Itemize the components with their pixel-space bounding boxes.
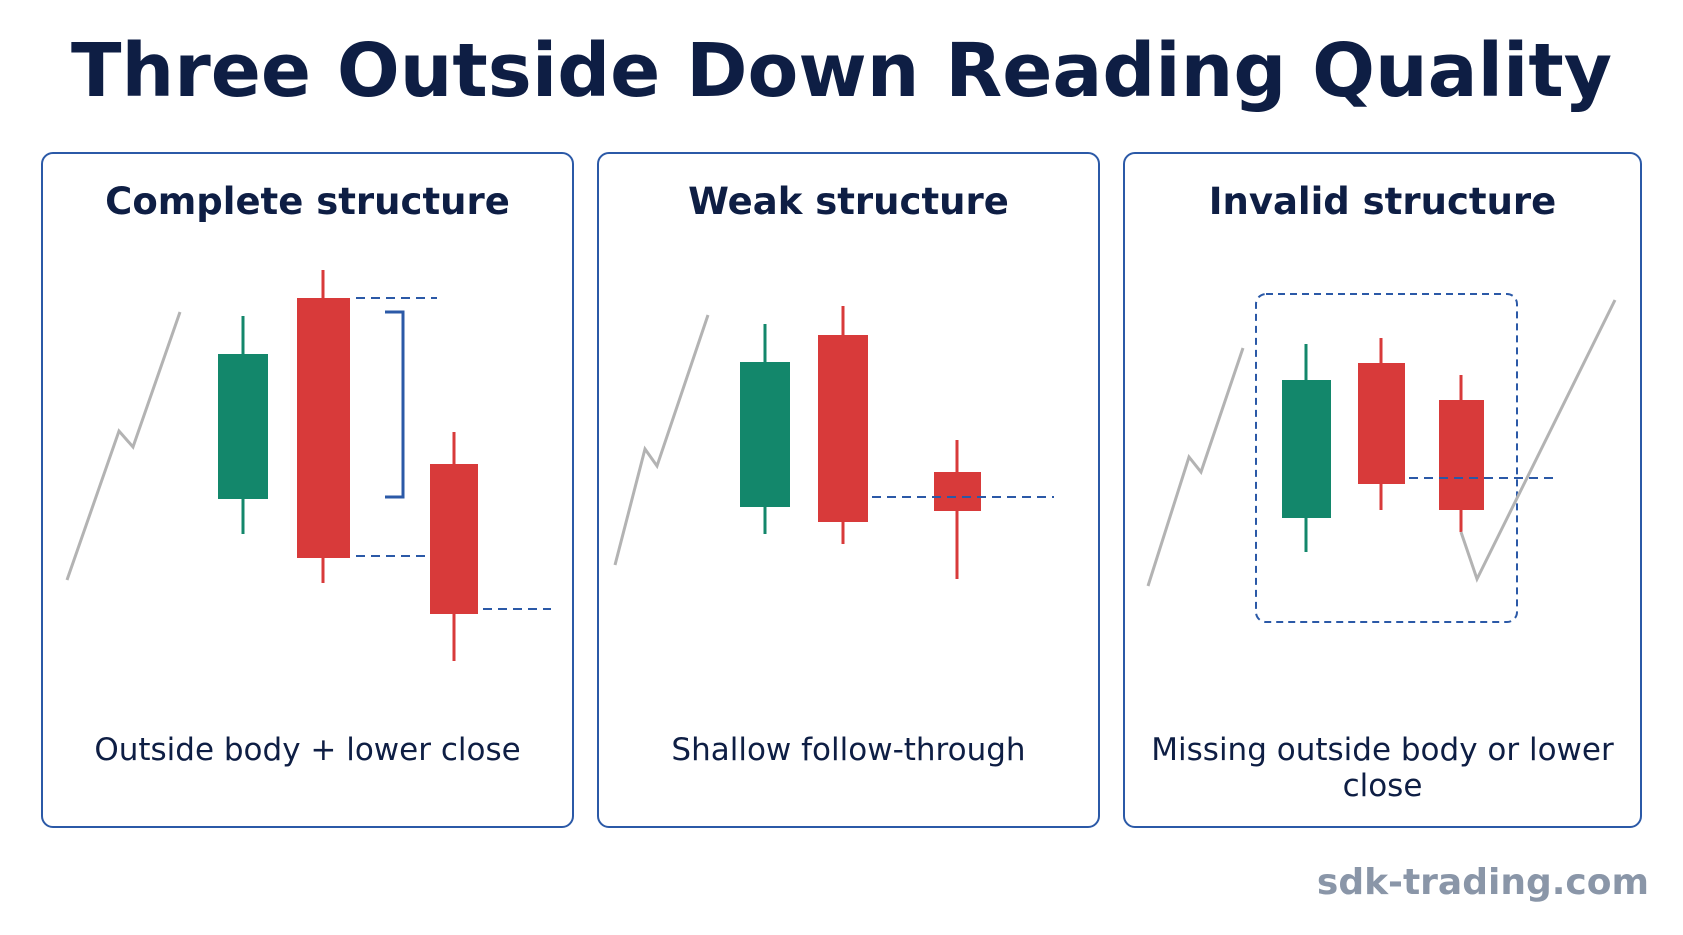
bullish-candle [218, 316, 268, 534]
bearish-engulfing-candle [297, 270, 350, 583]
reversal-uptrend-line [1459, 299, 1617, 583]
page-title: Three Outside Down Reading Quality [71, 28, 1612, 114]
prior-uptrend-line [613, 314, 710, 566]
small-bearish-candle [1439, 375, 1484, 532]
panel-caption: Missing outside body or lower close [1151, 732, 1614, 804]
complete-structure-diagram [65, 270, 551, 661]
bearish-candle [1358, 338, 1405, 510]
bearish-confirmation-candle [430, 432, 478, 661]
panel-caption: Outside body + lower close [94, 732, 521, 768]
prior-uptrend-line [65, 311, 182, 581]
panel-weak-structure: Weak structure Shallow follow-through [597, 152, 1100, 828]
panel-caption: Shallow follow-through [671, 732, 1026, 768]
panel-invalid-structure: Invalid structure Missing outside body o… [1123, 152, 1642, 828]
bullish-candle [1282, 344, 1331, 552]
watermark-text: sdk-trading.com [1316, 862, 1649, 903]
panel-complete-structure: Complete structure Outside body + lower … [41, 152, 574, 828]
outside-body-bracket [385, 310, 405, 499]
small-bearish-candle [934, 440, 981, 579]
bearish-engulfing-candle [818, 306, 868, 544]
panel-title: Invalid structure [1208, 180, 1557, 223]
panel-title: Complete structure [105, 180, 510, 223]
pattern-highlight-box [1255, 293, 1518, 623]
prior-uptrend-line [1146, 347, 1245, 587]
bullish-candle [740, 324, 790, 534]
panel-title: Weak structure [688, 180, 1009, 223]
weak-structure-diagram [613, 306, 1054, 579]
invalid-structure-diagram [1146, 293, 1617, 623]
